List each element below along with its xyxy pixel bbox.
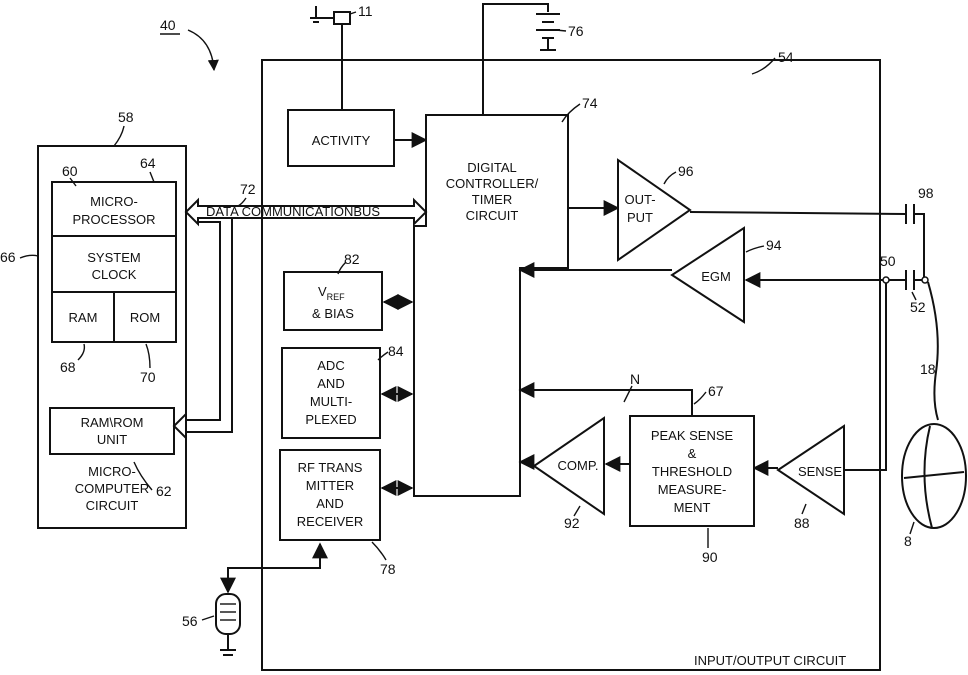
peak-line-5: MENT	[674, 500, 711, 515]
ref-56: 56	[182, 613, 198, 629]
ref-66: 66	[0, 249, 16, 265]
output-line-2: PUT	[627, 210, 653, 225]
clock-line-2: CLOCK	[92, 267, 137, 282]
ref-88: 88	[794, 515, 810, 531]
ref-78: 78	[380, 561, 396, 577]
ram-rom-line-1: RAM\ROM	[81, 415, 144, 430]
rf-line-1: RF TRANS	[298, 460, 363, 475]
controller-line-1: DIGITAL	[467, 160, 517, 175]
rf-line-2: MITTER	[306, 478, 354, 493]
microprocessor-line-1: MICRO-	[90, 194, 138, 209]
ref-70: 70	[140, 369, 156, 385]
data-bus-label: DATA COMMUNICATIONBUS	[206, 204, 380, 219]
comp-label: COMP.	[558, 458, 599, 473]
ref-54: 54	[778, 49, 794, 65]
peak-line-1: PEAK SENSE	[651, 428, 734, 443]
egm-label: EGM	[701, 269, 731, 284]
ram-label: RAM	[69, 310, 98, 325]
antenna-coil	[216, 594, 240, 634]
ram-rom-line-2: UNIT	[97, 432, 127, 447]
ref-64: 64	[140, 155, 156, 171]
ref-40: 40	[160, 17, 176, 33]
rf-line-4: RECEIVER	[297, 514, 363, 529]
ref-11: 11	[358, 3, 373, 19]
ref-94: 94	[766, 237, 782, 253]
adc-line-4: PLEXED	[305, 412, 356, 427]
vref-label: V	[318, 284, 327, 299]
output-line-1: OUT-	[624, 192, 655, 207]
ref-76: 76	[568, 23, 584, 39]
adc-line-1: ADC	[317, 358, 344, 373]
rom-label: ROM	[130, 310, 160, 325]
rf-line-3: AND	[316, 496, 343, 511]
ref-72: 72	[240, 181, 256, 197]
peak-line-3: THRESHOLD	[652, 464, 732, 479]
ref-96: 96	[678, 163, 694, 179]
ref-52: 52	[910, 299, 926, 315]
microcomputer-line-1: MICRO-	[88, 464, 136, 479]
activity-sensor-element	[334, 12, 350, 24]
activity-label: ACTIVITY	[312, 133, 371, 148]
ref-50: 50	[880, 253, 896, 269]
peak-line-2: &	[688, 446, 697, 461]
clock-line-1: SYSTEM	[87, 250, 140, 265]
controller-line-4: CIRCUIT	[466, 208, 519, 223]
adc-line-3: MULTI-	[310, 394, 352, 409]
ref-67: 67	[708, 383, 724, 399]
ref-62: 62	[156, 483, 172, 499]
ref-82: 82	[344, 251, 360, 267]
node-lead	[922, 277, 928, 283]
peak-line-4: MEASURE-	[658, 482, 727, 497]
microcomputer-line-2: COMPUTER	[75, 481, 149, 496]
ref-60: 60	[62, 163, 78, 179]
ref-74: 74	[582, 95, 598, 111]
ref-90: 90	[702, 549, 718, 565]
node-50	[883, 277, 889, 283]
ref-18: 18	[920, 361, 936, 377]
ref-68: 68	[60, 359, 76, 375]
ref-84: 84	[388, 343, 404, 359]
pacing-lead	[928, 282, 938, 420]
microcomputer-line-3: CIRCUIT	[86, 498, 139, 513]
controller-line-3: TIMER	[472, 192, 512, 207]
vref-bias-label: & BIAS	[312, 306, 354, 321]
ref-98: 98	[918, 185, 934, 201]
controller-line-2: CONTROLLER/	[446, 176, 539, 191]
sense-label: SENSE	[798, 464, 842, 479]
ref-40-arrow	[188, 30, 214, 70]
adc-line-2: AND	[317, 376, 344, 391]
ref-N: N	[630, 371, 640, 387]
ref-58: 58	[118, 109, 134, 125]
ref-92: 92	[564, 515, 580, 531]
microprocessor-line-2: PROCESSOR	[72, 212, 155, 227]
io-circuit-label: INPUT/OUTPUT CIRCUIT	[694, 653, 846, 668]
vref-subscript: REF	[327, 292, 346, 302]
ref-8: 8	[904, 533, 912, 549]
microprocessor-block	[52, 182, 176, 236]
